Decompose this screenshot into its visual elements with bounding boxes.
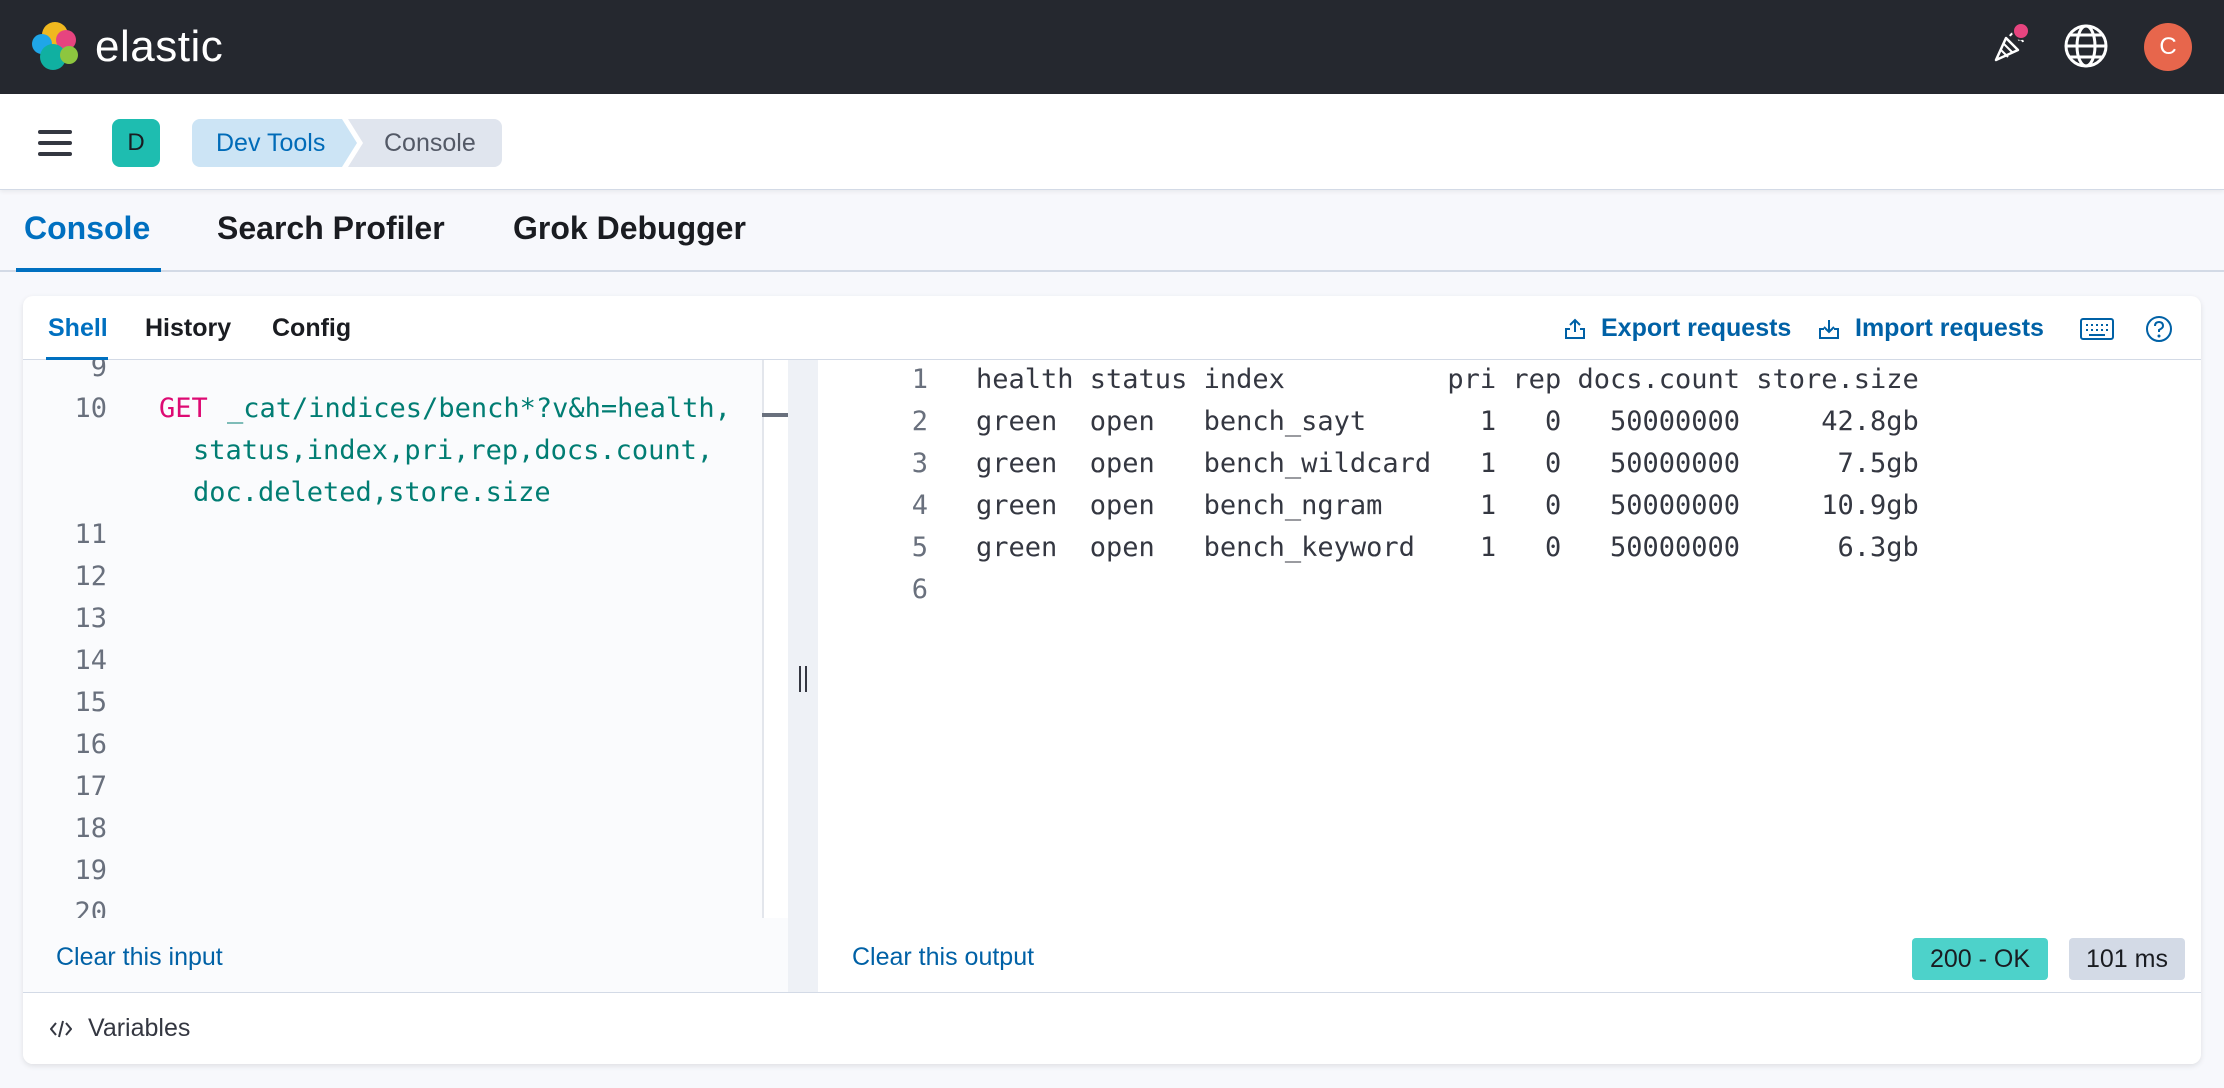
import-icon [1817,317,1841,341]
line-number: 13 [23,603,107,634]
import-requests-button[interactable]: Import requests [1817,314,2044,343]
line-number: 11 [23,519,107,550]
clear-output-button[interactable]: Clear this output [852,943,1034,972]
line-number: 18 [23,813,107,844]
code-icon [50,1019,72,1039]
tab-console[interactable]: Console [24,210,150,270]
resize-handle-icon[interactable] [797,666,809,692]
response-line: green open bench_ngram 1 0 50000000 10.9… [976,490,1919,521]
breadcrumb-bar: D Dev Tools Console [0,94,2224,190]
line-number: 19 [23,855,107,886]
line-number: 20 [23,897,107,918]
response-line: green open bench_sayt 1 0 50000000 42.8g… [976,406,1919,437]
console-tabs: Shell History Config Export requests Imp… [23,296,2201,360]
request-url: _cat/indices/bench*?v&h=health, [227,393,731,424]
variables-section[interactable]: Variables [23,992,2201,1064]
line-number: 15 [23,687,107,718]
line-number: 12 [23,561,107,592]
line-number: 5 [818,532,928,563]
line-number: 14 [23,645,107,676]
import-requests-label: Import requests [1855,314,2044,343]
breadcrumb-console: Console [348,119,502,167]
notification-dot [2012,22,2030,40]
line-number: 10 [23,393,107,424]
elastic-logo-icon[interactable] [32,22,82,72]
clear-input-button[interactable]: Clear this input [56,943,223,972]
tab-history[interactable]: History [145,314,231,343]
response-line: health status index pri rep docs.count s… [976,364,1919,395]
response-line: green open bench_keyword 1 0 50000000 6.… [976,532,1919,563]
request-url: doc.deleted,store.size [193,477,551,508]
breadcrumb-dev-tools[interactable]: Dev Tools [192,119,357,167]
tab-shell[interactable]: Shell [48,314,108,343]
line-number: 6 [818,574,928,605]
line-number: 9 [23,360,107,383]
top-header: elastic C [0,0,2224,94]
request-method: GET [159,393,208,424]
tab-grok-debugger[interactable]: Grok Debugger [513,210,746,270]
help-icon[interactable] [2142,312,2176,346]
dev-tools-tabs: Console Search Profiler Grok Debugger [0,190,2224,272]
export-requests-button[interactable]: Export requests [1563,314,1791,343]
export-icon [1563,317,1587,341]
request-editor[interactable]: 9 10 11 12 13 14 15 16 17 18 19 20 GET _… [23,360,762,918]
line-number: 2 [818,406,928,437]
keyboard-shortcuts-icon[interactable] [2080,312,2114,346]
news-feed-icon[interactable] [1982,20,2034,72]
line-number: 3 [818,448,928,479]
line-number: 17 [23,771,107,802]
line-number: 16 [23,729,107,760]
export-requests-label: Export requests [1601,314,1791,343]
request-url: status,index,pri,rep,docs.count, [193,435,713,466]
menu-icon[interactable] [38,130,72,156]
response-time-badge: 101 ms [2069,938,2185,980]
line-number: 4 [818,490,928,521]
request-scrollbar[interactable] [762,360,764,918]
variables-label: Variables [88,1014,190,1043]
response-output[interactable]: 1 2 3 4 5 6 health status index pri rep … [818,360,2201,992]
space-avatar[interactable]: D [112,119,160,167]
tab-search-profiler[interactable]: Search Profiler [217,210,445,270]
status-badge: 200 - OK [1912,938,2048,980]
tab-config[interactable]: Config [272,314,351,343]
scroll-marker [762,413,788,417]
brand-name: elastic [95,22,223,72]
user-avatar[interactable]: C [2144,23,2192,71]
line-number: 1 [818,364,928,395]
active-tab-indicator [16,268,161,272]
console-panel: Shell History Config Export requests Imp… [23,296,2201,1064]
globe-icon[interactable] [2060,20,2112,72]
response-line: green open bench_wildcard 1 0 50000000 7… [976,448,1919,479]
